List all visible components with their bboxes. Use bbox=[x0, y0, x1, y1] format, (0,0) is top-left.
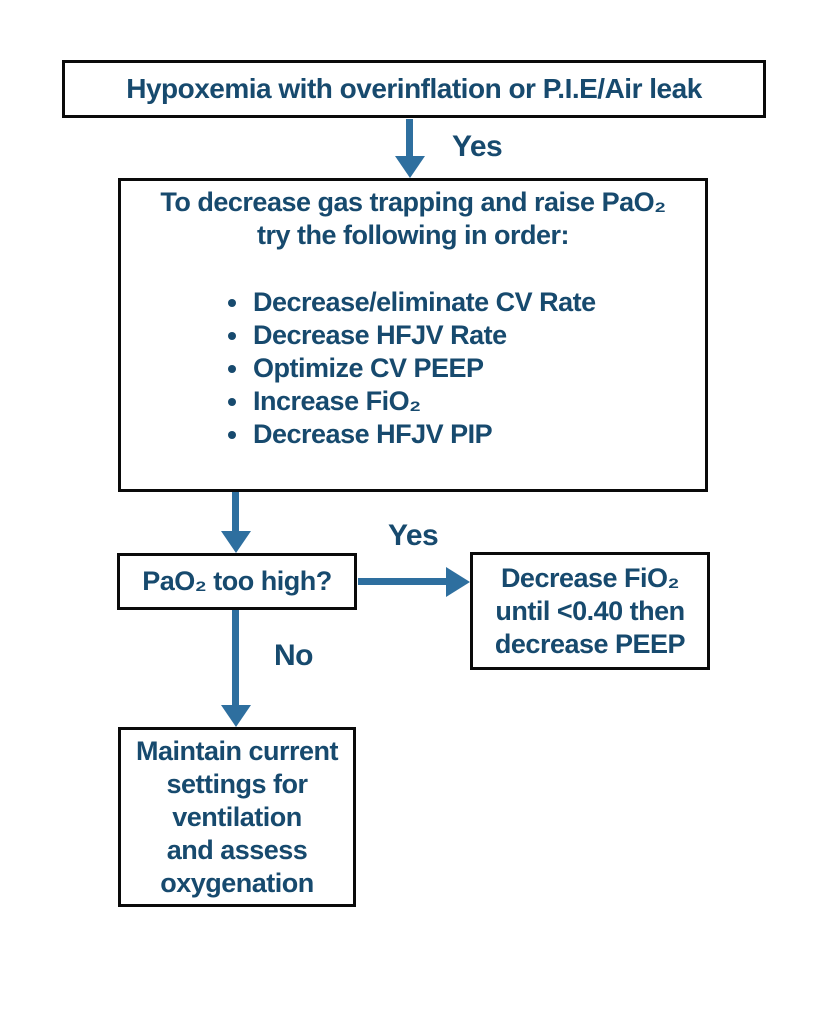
bullet-item-optimize-cv-peep: Optimize CV PEEP bbox=[251, 352, 705, 385]
arrow-decision-to-yes-line bbox=[358, 578, 448, 585]
arrow-decision-to-no-line bbox=[232, 610, 239, 706]
yes-outcome-line3: decrease PEEP bbox=[494, 629, 686, 659]
yes-outcome-line1: Decrease FiO₂ bbox=[500, 563, 680, 593]
bullet-item-decrease-hfjv-rate: Decrease HFJV Rate bbox=[251, 319, 705, 352]
edge-label-no: No bbox=[274, 639, 314, 672]
actions-heading: To decrease gas trapping and raise PaO₂ … bbox=[121, 181, 705, 252]
arrow-start-to-actions-line bbox=[406, 119, 413, 157]
bullet-item-decrease-hfjv-pip: Decrease HFJV PIP bbox=[251, 418, 705, 451]
flowchart-box-actions: To decrease gas trapping and raise PaO₂ … bbox=[118, 178, 708, 492]
arrow-down-icon bbox=[395, 156, 425, 178]
arrow-down-icon bbox=[221, 531, 251, 553]
no-outcome-line2: settings for bbox=[166, 769, 308, 799]
flowchart-box-decision: PaO₂ too high? bbox=[117, 553, 357, 610]
yes-outcome-line2: until <0.40 then bbox=[495, 596, 685, 626]
actions-heading-line1: To decrease gas trapping and raise PaO₂ bbox=[160, 187, 666, 217]
start-box-label: Hypoxemia with overinflation or P.I.E/Ai… bbox=[126, 73, 702, 104]
actions-heading-line2: try the following in order: bbox=[257, 220, 570, 250]
edge-label-yes-mid: Yes bbox=[388, 519, 439, 552]
flowchart-box-start: Hypoxemia with overinflation or P.I.E/Ai… bbox=[62, 60, 766, 118]
no-outcome-line4: and assess bbox=[166, 835, 308, 865]
no-outcome-line3: ventilation bbox=[172, 802, 302, 832]
flowchart-box-yes-outcome: Decrease FiO₂ until <0.40 then decrease … bbox=[470, 552, 710, 670]
bullet-item-decrease-cv-rate: Decrease/eliminate CV Rate bbox=[251, 286, 705, 319]
arrow-actions-to-decision-line bbox=[232, 492, 239, 532]
no-outcome-line1: Maintain current bbox=[135, 736, 339, 766]
actions-bullet-list: Decrease/eliminate CV Rate Decrease HFJV… bbox=[251, 286, 705, 451]
no-outcome-line5: oxygenation bbox=[160, 868, 314, 898]
decision-box-label: PaO₂ too high? bbox=[142, 566, 332, 596]
bullet-item-increase-fio2: Increase FiO₂ bbox=[251, 385, 705, 418]
arrow-right-icon bbox=[446, 567, 470, 597]
edge-label-yes-top: Yes bbox=[452, 130, 503, 163]
arrow-down-icon bbox=[221, 705, 251, 727]
flowchart-box-no-outcome: Maintain current settings for ventilatio… bbox=[118, 727, 356, 907]
